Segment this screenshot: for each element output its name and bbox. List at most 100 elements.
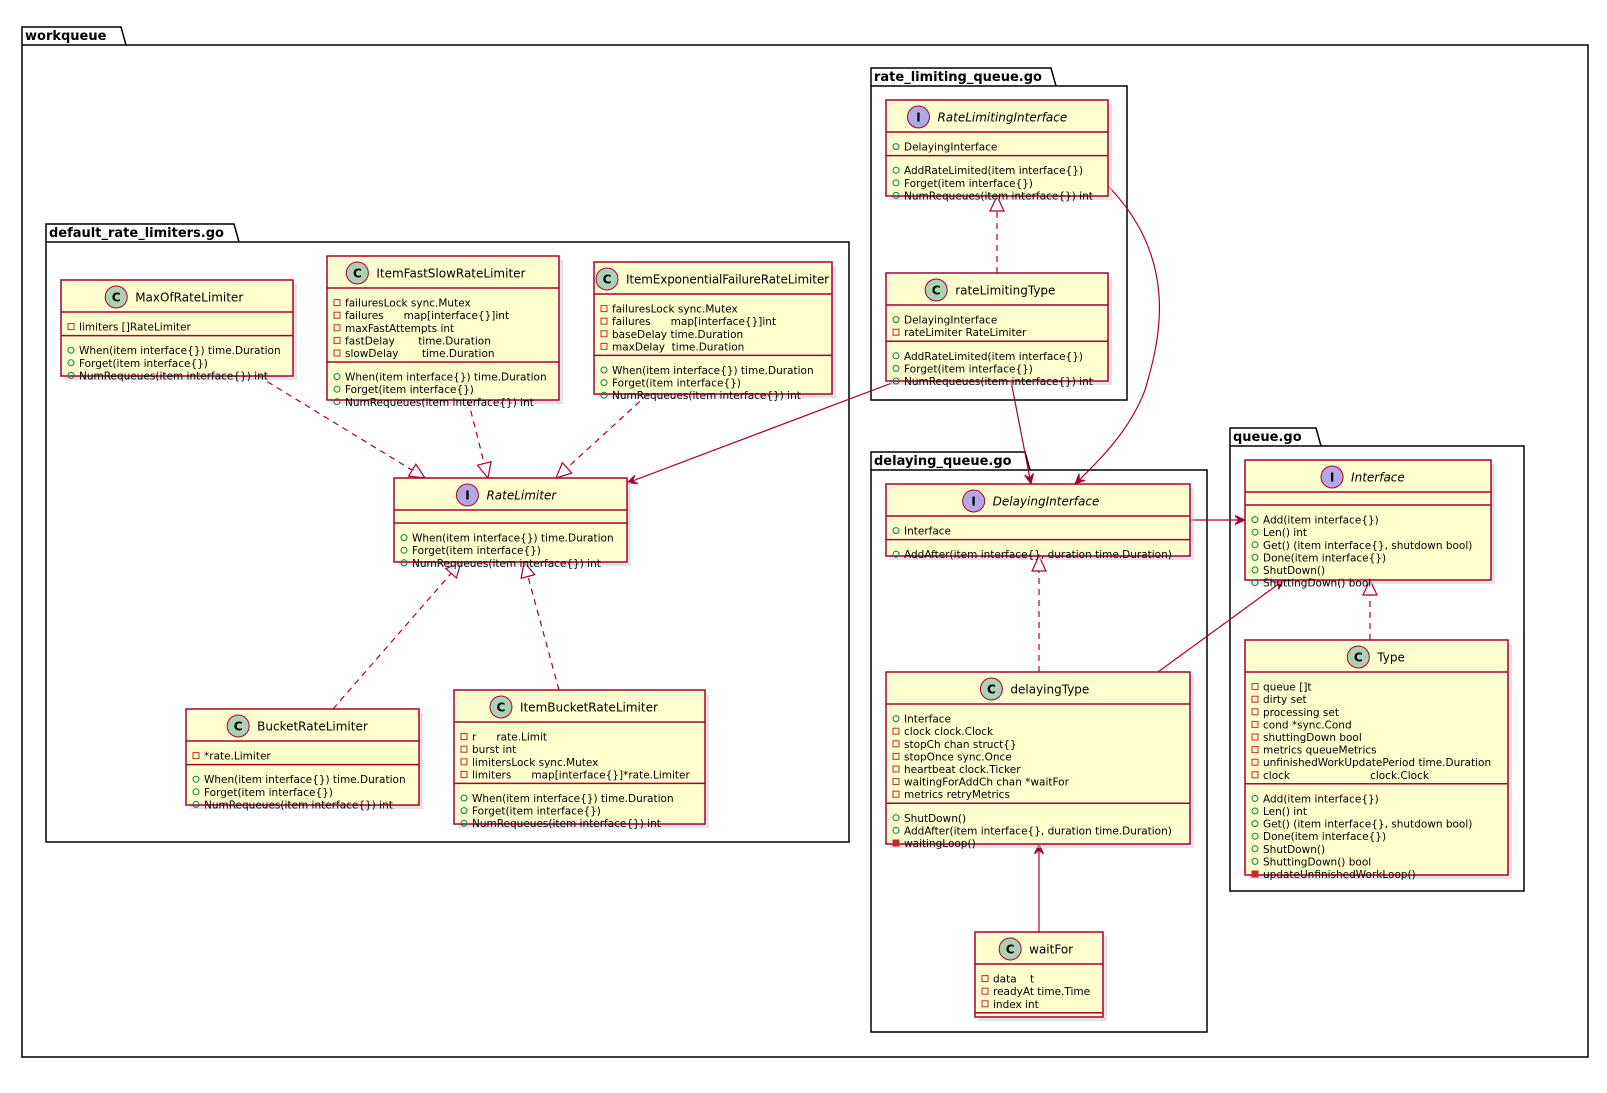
class-method: NumRequeues(item interface{}) int xyxy=(600,390,801,402)
private-visibility-icon xyxy=(600,330,608,338)
field-text: maxFastAttempts int xyxy=(345,323,454,335)
relation-line xyxy=(566,393,649,469)
public-visibility-icon xyxy=(892,527,900,535)
class-field: rateLimiter RateLimiter xyxy=(892,327,1027,339)
private-visibility-icon xyxy=(460,733,468,741)
method-text: Forget(item interface{}) xyxy=(79,358,208,370)
spot-letter: I xyxy=(465,489,469,503)
public-visibility-icon xyxy=(892,166,900,174)
private-visibility-icon xyxy=(333,311,341,319)
public-visibility-icon xyxy=(892,191,900,199)
field-text: DelayingInterface xyxy=(904,142,997,154)
class-name: ItemBucketRateLimiter xyxy=(520,701,658,715)
method-text: Forget(item interface{}) xyxy=(904,178,1033,190)
package-tab xyxy=(870,67,1057,87)
public-visibility-icon xyxy=(400,546,408,554)
class-method: Get() (item interface{}, shutdown bool) xyxy=(1251,819,1472,831)
relation-line xyxy=(1010,380,1031,479)
relation-item-exponential-failure-rate-limiter-to-rate-limiter xyxy=(554,393,649,479)
class-method: Add(item interface{}) xyxy=(1251,515,1379,527)
private-visibility-icon xyxy=(1251,746,1259,754)
private-visibility-icon xyxy=(1251,758,1259,766)
class-field: failures map[interface{}]int xyxy=(600,316,776,328)
public-visibility-icon xyxy=(1251,857,1259,865)
class-spot-icon xyxy=(924,278,948,302)
private-visibility-icon xyxy=(333,336,341,344)
realization-arrowhead xyxy=(989,194,1005,212)
realization-arrowhead xyxy=(476,460,492,480)
field-text: fastDelay time.Duration xyxy=(345,335,491,347)
class-field: r rate.Limit xyxy=(460,732,547,744)
method-text: When(item interface{}) time.Duration xyxy=(345,372,547,384)
class-method: When(item interface{}) time.Duration xyxy=(460,793,674,805)
public-visibility-icon xyxy=(1251,553,1259,561)
method-text: Forget(item interface{}) xyxy=(412,545,541,557)
public-visibility-icon xyxy=(460,807,468,815)
relation-rate-limiting-type-to-delaying-interface xyxy=(1010,380,1034,486)
private-visibility-icon xyxy=(892,778,900,786)
method-text: AddAfter(item interface{}, duration time… xyxy=(904,825,1172,837)
class-method: NumRequeues(item interface{}) int xyxy=(400,558,601,570)
relation-rate-limiting-interface-to-delaying-interface xyxy=(1074,185,1161,485)
field-text: dirty set xyxy=(1263,694,1307,706)
class-box xyxy=(885,483,1191,557)
field-text: failuresLock sync.Mutex xyxy=(612,304,738,316)
relation-max-of-rate-limiter-to-rate-limiter xyxy=(257,375,427,479)
field-text: *rate.Limiter xyxy=(204,751,271,763)
field-text: queue []t xyxy=(1263,682,1312,694)
spot-letter: I xyxy=(1330,471,1334,485)
method-text: NumRequeues(item interface{}) int xyxy=(904,376,1093,388)
relation-line xyxy=(1157,583,1280,673)
method-text: ShuttingDown() bool xyxy=(1263,578,1371,590)
class-box xyxy=(1244,639,1509,876)
class-method: AddRateLimited(item interface{}) xyxy=(892,351,1083,363)
public-visibility-icon xyxy=(892,352,900,360)
private-visibility-icon xyxy=(600,317,608,325)
class-name: ItemFastSlowRateLimiter xyxy=(376,267,525,281)
private-method-visibility-icon xyxy=(892,839,900,847)
class-spot-icon xyxy=(595,267,619,291)
class-name: DelayingInterface xyxy=(993,495,1100,509)
class-box xyxy=(393,477,628,563)
method-text: Done(item interface{}) xyxy=(1263,552,1386,564)
public-visibility-icon xyxy=(400,534,408,542)
public-visibility-icon xyxy=(892,143,900,151)
class-field: index int xyxy=(981,999,1039,1011)
class-field: clock clock.Clock xyxy=(1251,770,1430,782)
private-visibility-icon xyxy=(1251,708,1259,716)
class-box xyxy=(185,708,420,806)
class-method: Done(item interface{}) xyxy=(1251,831,1386,843)
interface-spot-icon xyxy=(906,105,930,129)
method-text: When(item interface{}) time.Duration xyxy=(472,793,674,805)
class-method: When(item interface{}) time.Duration xyxy=(333,372,547,384)
public-visibility-icon xyxy=(192,788,200,796)
public-visibility-icon xyxy=(892,316,900,324)
method-text: Get() (item interface{}, shutdown bool) xyxy=(1263,540,1472,552)
private-visibility-icon xyxy=(460,745,468,753)
interface-spot-icon xyxy=(455,483,479,507)
class-field: limiters []RateLimiter xyxy=(67,322,191,334)
class-field: cond *sync.Cond xyxy=(1251,719,1352,731)
class-method: When(item interface{}) time.Duration xyxy=(192,774,406,786)
class-field: limiters map[interface{}]*rate.Limiter xyxy=(460,769,690,781)
public-visibility-icon xyxy=(460,794,468,802)
class-method: Len() int xyxy=(1251,806,1307,818)
field-text: cond *sync.Cond xyxy=(1263,719,1352,731)
class-field: slowDelay time.Duration xyxy=(333,348,495,360)
private-visibility-icon xyxy=(333,324,341,332)
method-text: ShutDown() xyxy=(904,813,966,825)
method-text: When(item interface{}) time.Duration xyxy=(79,345,281,357)
